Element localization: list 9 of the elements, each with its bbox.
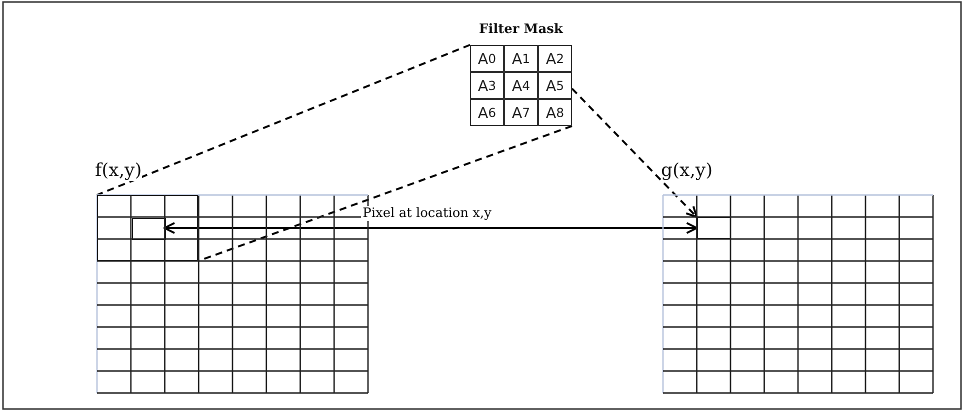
image-label: g(x,y) <box>661 160 713 181</box>
pixel-region <box>97 195 198 261</box>
projection-line <box>96 44 470 196</box>
edge-label: Pixel at location x,y <box>360 206 494 221</box>
arrow <box>571 88 698 218</box>
pixel-cell <box>696 217 730 239</box>
arrow <box>164 222 698 234</box>
image-label: f(x,y) <box>95 160 142 181</box>
pixel-cell <box>132 218 166 240</box>
